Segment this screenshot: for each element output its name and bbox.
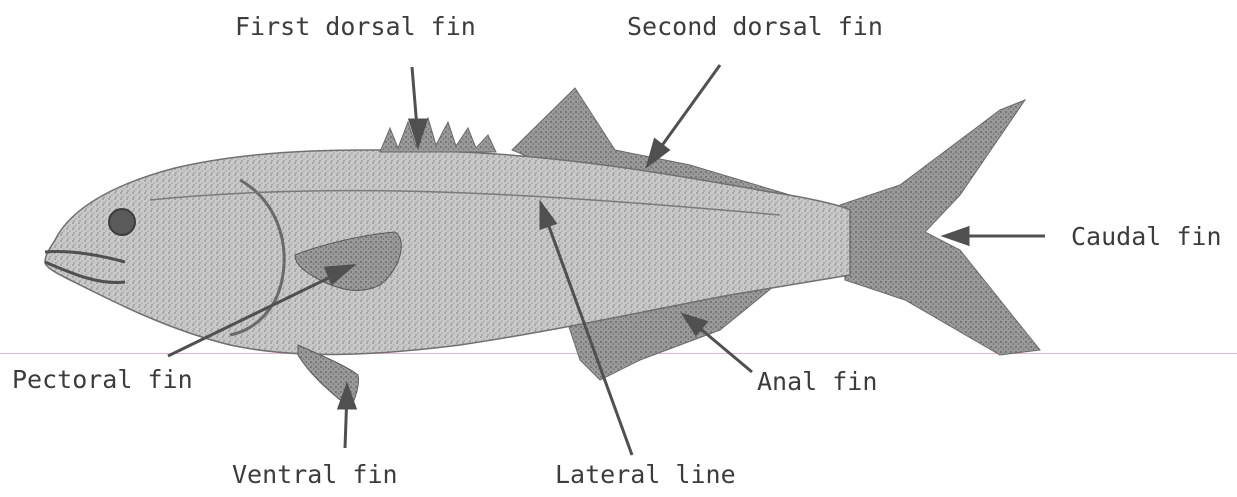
label-lateral-line: Lateral line	[555, 462, 736, 487]
arrowhead-caudal-fin	[945, 228, 968, 244]
label-caudal-fin: Caudal fin	[1071, 224, 1222, 249]
eye	[109, 209, 135, 235]
label-ventral-fin: Ventral fin	[232, 462, 398, 487]
label-pectoral-fin: Pectoral fin	[12, 367, 193, 392]
label-first-dorsal-fin: First dorsal fin	[235, 14, 476, 39]
label-anal-fin: Anal fin	[757, 369, 877, 394]
first-dorsal-fin-shape	[380, 118, 496, 152]
caudal-fin-shape	[840, 100, 1040, 355]
label-second-dorsal-fin: Second dorsal fin	[627, 14, 883, 39]
arrow-second-dorsal-fin	[653, 65, 720, 158]
